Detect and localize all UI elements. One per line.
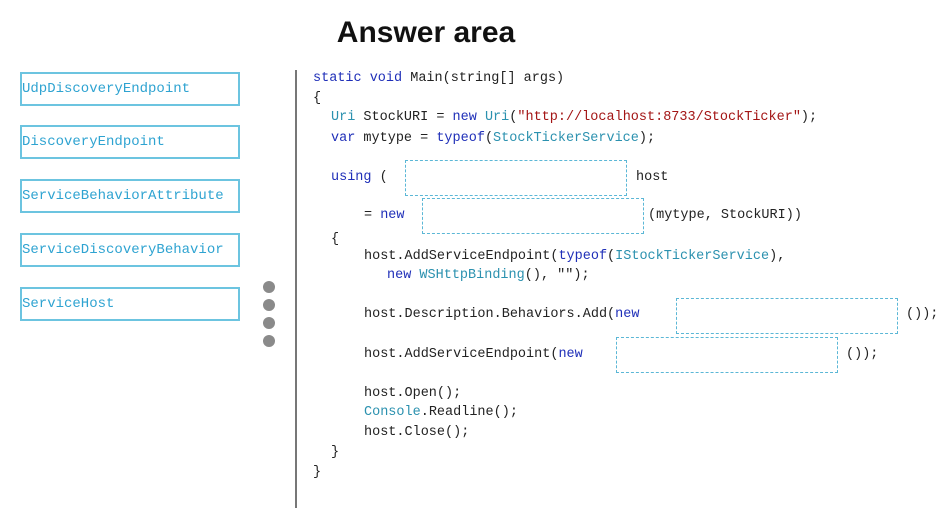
type: StockTickerService — [493, 131, 639, 146]
code-line: Console.Readline(); — [364, 405, 518, 420]
drop-target-1[interactable] — [405, 160, 627, 196]
keyword: static void — [313, 71, 403, 86]
code-text: host.AddServiceEndpoint( — [364, 347, 559, 362]
code-line: } — [313, 465, 322, 480]
code-line: } — [331, 445, 340, 460]
keyword: typeof — [436, 131, 485, 146]
option-discovery-endpoint[interactable]: DiscoveryEndpoint — [20, 125, 240, 159]
handle-dot — [263, 317, 275, 329]
keyword: var — [331, 131, 356, 146]
code-text: ), — [769, 249, 786, 264]
code-text: ); — [800, 110, 818, 125]
drop-target-2[interactable] — [422, 198, 644, 234]
code-text: Main(string[] args) — [402, 71, 565, 86]
option-service-host[interactable]: ServiceHost — [20, 287, 240, 321]
code-text: .Readline(); — [420, 405, 518, 420]
code-line: host.AddServiceEndpoint(typeof(IStockTic… — [364, 249, 785, 264]
page-title: Answer area — [336, 16, 516, 49]
divider — [295, 70, 297, 508]
handle-dot — [263, 335, 275, 347]
code-line: { — [331, 232, 340, 247]
code-text: = — [364, 208, 381, 223]
drop-target-4[interactable] — [616, 337, 838, 373]
code-line: using ( — [331, 170, 388, 185]
code-text — [477, 110, 485, 125]
keyword: new — [380, 208, 405, 223]
option-service-behavior-attribute[interactable]: ServiceBehaviorAttribute — [20, 179, 240, 213]
code-text: ()); — [906, 307, 939, 322]
keyword: typeof — [558, 249, 608, 264]
keyword: new — [615, 307, 640, 322]
code-text: ()); — [846, 347, 879, 362]
code-text: ( — [484, 131, 494, 146]
code-line: Uri StockURI = new Uri("http://localhost… — [331, 110, 817, 125]
type: WSHttpBinding — [419, 268, 525, 283]
code-line: host.Close(); — [364, 425, 470, 440]
keyword: using — [331, 170, 372, 185]
option-service-discovery-behavior[interactable]: ServiceDiscoveryBehavior — [20, 233, 240, 267]
type: Uri — [484, 110, 510, 125]
type: Uri — [331, 110, 356, 125]
code-text: ); — [638, 131, 656, 146]
code-line: host.Description.Behaviors.Add(new — [364, 307, 639, 322]
keyword: new — [558, 347, 583, 362]
code-line: { — [313, 91, 322, 106]
code-text: ( — [607, 249, 616, 264]
code-line: new WSHttpBinding(), ""); — [387, 268, 590, 283]
code-line: = new — [364, 208, 405, 223]
code-line: host.AddServiceEndpoint(new — [364, 347, 583, 362]
drag-handle[interactable] — [263, 281, 275, 353]
option-udp-discovery-endpoint[interactable]: UdpDiscoveryEndpoint — [20, 72, 240, 106]
code-text: host.Description.Behaviors.Add( — [364, 307, 616, 322]
drop-target-3[interactable] — [676, 298, 898, 334]
code-text: host.AddServiceEndpoint( — [364, 249, 559, 264]
type: Console — [364, 405, 421, 420]
code-text: (mytype, StockURI)) — [648, 208, 802, 223]
code-line: host.Open(); — [364, 386, 462, 401]
type: IStockTickerService — [615, 249, 770, 264]
keyword: new — [387, 268, 412, 283]
code-text: host — [636, 170, 669, 185]
code-line: var mytype = typeof(StockTickerService); — [331, 131, 655, 146]
code-text: StockURI = — [355, 110, 453, 125]
code-text: ( — [371, 170, 388, 185]
code-text: mytype = — [355, 131, 437, 146]
code-line: static void Main(string[] args) — [313, 71, 564, 86]
code-text: (), ""); — [524, 268, 590, 283]
string: "http://localhost:8733/StockTicker" — [517, 110, 801, 125]
keyword: new — [452, 110, 477, 125]
handle-dot — [263, 281, 275, 293]
code-text: ( — [509, 110, 518, 125]
handle-dot — [263, 299, 275, 311]
